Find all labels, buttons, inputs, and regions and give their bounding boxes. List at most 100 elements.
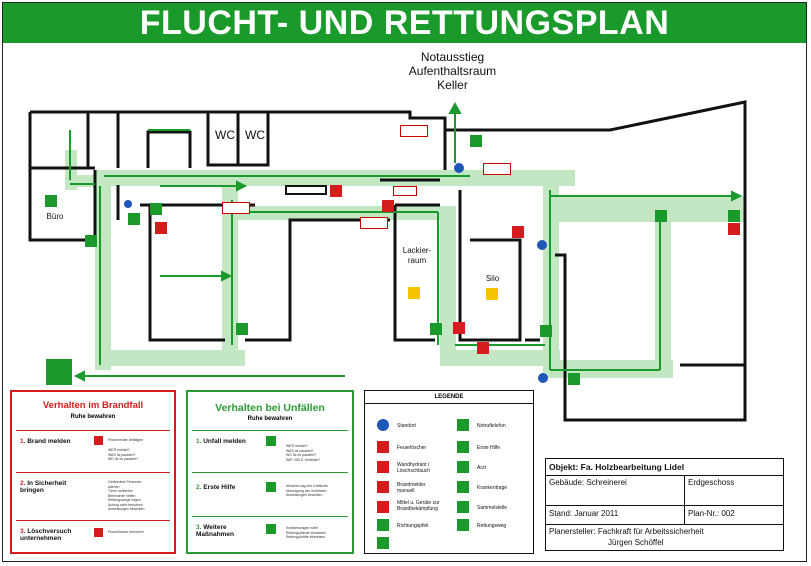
fire-step-1: 1. Brand melden: [20, 438, 71, 445]
fire-procedure-title: Verhalten im Brandfall: [42, 400, 144, 411]
alarm-call-icon: [94, 436, 103, 445]
fire-step-1-note: Feuermelder betätigen: [108, 438, 144, 442]
note-line: WO ist es passiert?: [108, 457, 139, 461]
info-stand: Stand: Januar 2011: [549, 509, 619, 518]
legend-label: Mittel u. Geräte zur Brandbekämpfung: [397, 500, 440, 512]
exit-sign-icon: [430, 323, 442, 335]
note-line: Rettungswege folgen: [108, 498, 141, 502]
divider: [16, 520, 170, 521]
accident-procedure-subtitle: Ruhe bewahren: [247, 416, 293, 422]
emergency-phone-icon: [266, 436, 276, 446]
hydrant-icon: [477, 342, 489, 354]
fire-blanket-icon: [453, 322, 465, 334]
exit-note-line-1: Notausstieg: [420, 50, 485, 64]
note-line: WIE VIELE Verletzte?: [286, 457, 321, 462]
note-line: Gefährdete Personen: [108, 480, 142, 484]
fire-extinguisher-icon: [512, 226, 524, 238]
note-line: Anweisungen beachten: [286, 493, 323, 497]
note-line: Aufzug nicht benutzen: [108, 502, 143, 507]
legend-box: LEGENDE Standort Feuerlöscher Wandhydran…: [364, 390, 534, 554]
note-line: Anweisungen beachten: [108, 507, 145, 511]
legend-label: Arzt: [477, 465, 486, 471]
info-geschoss: Erdgeschoss: [688, 478, 735, 487]
note-line: WAS ist passiert?: [286, 448, 314, 453]
divider: [546, 524, 783, 525]
exit-sign-icon: [236, 323, 248, 335]
exit-sign-icon: [470, 135, 482, 147]
direction-arrows: [69, 101, 743, 382]
fire-extinguisher-icon: [155, 222, 167, 234]
accident-procedure-box: Verhalten bei Unfällen Ruhe bewahren 1. …: [186, 390, 354, 554]
exit-sign-icon: [128, 213, 140, 225]
exit-sign-icon: [540, 325, 552, 337]
exit-note: Notausstieg Aufenthaltsraum Keller: [395, 50, 510, 92]
fire-extinguisher-icon: [94, 528, 103, 537]
divider: [16, 472, 170, 473]
fire-step-1-lines: WER meldet? WAS ist passiert? WO ist es …: [108, 448, 138, 462]
fire-procedure-box: Verhalten im Brandfall Ruhe bewahren 1. …: [10, 390, 176, 554]
exit-note-line-2: Aufenthaltsraum: [408, 64, 497, 78]
first-aid-icon: [266, 482, 276, 492]
exit-sign-icon: [85, 235, 97, 247]
step-number: 2.: [196, 484, 202, 491]
accident-step-3-lines: Krankenwagen rufen Rettungsdienst einwei…: [286, 526, 326, 540]
hydrant-icon: [377, 461, 389, 473]
note-line: WER meldet?: [286, 444, 308, 448]
arrow-down-icon: [377, 519, 389, 531]
page-title: FLUCHT- UND RETTUNGSPLAN: [3, 3, 806, 43]
step-number: 2.: [20, 480, 26, 487]
exit-note-line-3: Keller: [437, 78, 468, 92]
divider: [192, 472, 348, 473]
note-line: WAS ist passiert?: [108, 452, 136, 457]
room-wc-1: WC: [215, 128, 235, 142]
divider: [192, 516, 348, 517]
legend-label: Wandhydrant / Löschschlauch: [397, 462, 431, 474]
step-number: 1.: [20, 438, 26, 445]
legend-title: LEGENDE: [434, 394, 464, 400]
fire-alarm-icon: [454, 163, 464, 173]
fire-extinguisher-icon: [377, 441, 389, 453]
step-label: Weitere Maßnahmen: [196, 524, 234, 538]
fire-step-3: 3. Löschversuch unternehmen: [20, 528, 95, 542]
first-aid-icon: [655, 210, 667, 222]
room-silo: Silo: [485, 274, 500, 283]
step-label: Brand melden: [27, 438, 71, 445]
walls: [28, 100, 747, 422]
note-line: Rettungskräfte einweisen: [286, 535, 326, 539]
fire-step-2-lines: Gefährdete Personen warnen Türen schließ…: [108, 480, 144, 512]
assembly-point-icon: [46, 359, 72, 385]
info-planersteller: Planersteller: Fachkraft für Arbeitssich…: [549, 527, 704, 536]
small-plan-label: [393, 186, 417, 196]
info-gebaeude: Gebäude: Schreinerei: [549, 478, 627, 487]
divider: [546, 505, 783, 506]
note-line: Türen schließen: [108, 489, 134, 493]
accident-step-2: 2. Erste Hilfe: [196, 484, 235, 491]
divider: [192, 430, 348, 431]
note-line: Krankenwagen rufen: [286, 526, 319, 530]
fire-step-2: 2. In Sicherheit bringen: [20, 480, 90, 494]
legend-label: Sammelstelle: [477, 505, 508, 511]
step-number: 3.: [20, 528, 26, 535]
legend-label: Richtungspfeil: [397, 523, 429, 529]
legend-label: Brandmelder manuell: [397, 482, 426, 494]
first-aid-icon: [457, 441, 469, 453]
fire-blanket-icon: [377, 501, 389, 513]
info-name: Jürgen Schöffel: [608, 538, 664, 547]
fire-extinguisher-icon: [330, 185, 342, 197]
note-line: Rettungsdienst einweisen: [286, 530, 326, 535]
room-wc-2: WC: [245, 128, 265, 142]
info-table: Objekt: Fa. Holzbearbeitung Lidel Gebäud…: [545, 458, 784, 551]
location-icon: [124, 200, 132, 208]
divider: [546, 475, 783, 476]
legend-label: Rettungsweg: [477, 523, 507, 529]
note-line: warnen: [108, 484, 120, 489]
legend-label: Feuerlöscher: [397, 445, 427, 451]
arrow-left-icon: [377, 537, 389, 549]
exit-sign-icon: [457, 519, 469, 531]
accident-procedure-title: Verhalten bei Unfällen: [215, 402, 325, 414]
legend-label: Notruftelefon: [477, 423, 506, 429]
assembly-point-icon: [457, 501, 469, 513]
fire-extinguisher-icon: [728, 223, 740, 235]
